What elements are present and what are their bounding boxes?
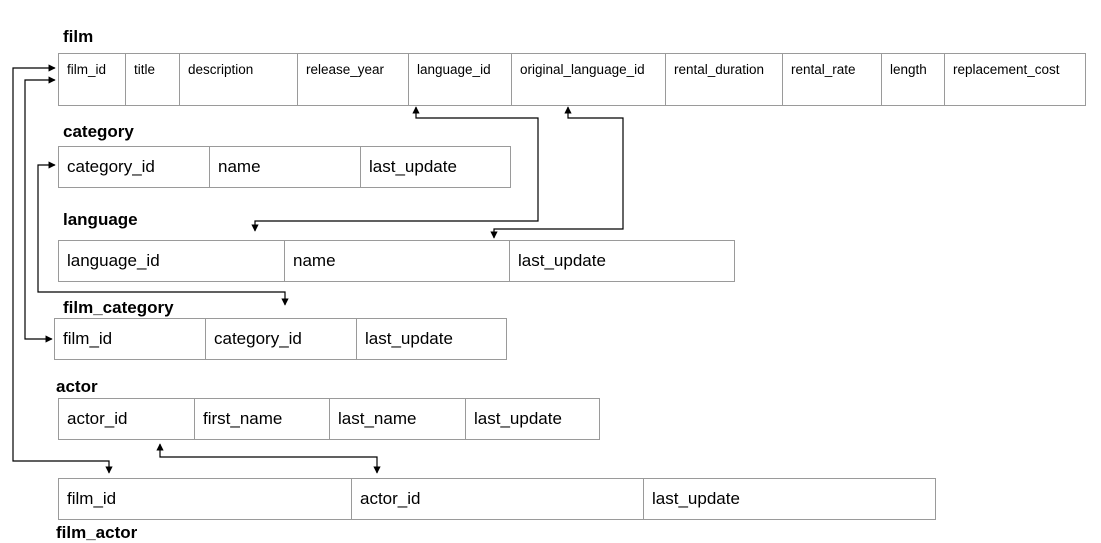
connector-film-film-id-to-film-category bbox=[24, 76, 56, 343]
film-category-column-last-update: last_update bbox=[365, 329, 453, 348]
actor-column-actor-id: actor_id bbox=[59, 399, 195, 439]
film-category-table-title: film_category bbox=[63, 298, 174, 317]
film-column-description: description bbox=[180, 54, 298, 105]
film-column-original-language-id: original_language_id bbox=[512, 54, 666, 105]
film-actor-table-title: film_actor bbox=[56, 523, 138, 542]
actor-column-first-name: first_name bbox=[195, 399, 330, 439]
film-column-replacement-cost: replacement_cost bbox=[953, 62, 1060, 77]
connector-film-original-language-id-to-language bbox=[490, 106, 624, 239]
film-column-title: title bbox=[126, 54, 180, 105]
film-column-rental-duration: rental_duration bbox=[666, 54, 783, 105]
language-column-last-update: last_update bbox=[518, 251, 606, 270]
film-table-title: film bbox=[63, 27, 94, 46]
actor-table: actor_id first_name last_name last_updat… bbox=[58, 398, 600, 440]
category-column-last-update: last_update bbox=[369, 157, 457, 176]
film-column-release-year: release_year bbox=[298, 54, 409, 105]
category-table-title: category bbox=[63, 122, 134, 141]
film-column-length: length bbox=[882, 54, 945, 105]
language-column-name: name bbox=[285, 241, 510, 281]
film-column-rental-rate: rental_rate bbox=[783, 54, 882, 105]
category-column-name: name bbox=[210, 147, 361, 187]
film-actor-column-last-update: last_update bbox=[652, 489, 740, 508]
film-category-column-film-id: film_id bbox=[55, 319, 206, 359]
film-actor-column-actor-id: actor_id bbox=[352, 479, 644, 519]
film-column-language-id: language_id bbox=[409, 54, 512, 105]
film-category-table: film_id category_id last_update bbox=[54, 318, 507, 360]
film-column-film-id: film_id bbox=[59, 54, 126, 105]
film-table: film_id title description release_year l… bbox=[58, 53, 1086, 106]
actor-column-last-update: last_update bbox=[474, 409, 562, 428]
connector-actor-actor-id-to-film-actor bbox=[156, 443, 381, 474]
film-category-column-category-id: category_id bbox=[206, 319, 357, 359]
language-table-title: language bbox=[63, 210, 138, 229]
actor-column-last-name: last_name bbox=[330, 399, 466, 439]
film-actor-table: film_id actor_id last_update bbox=[58, 478, 936, 520]
category-table: category_id name last_update bbox=[58, 146, 511, 188]
language-table: language_id name last_update bbox=[58, 240, 735, 282]
actor-table-title: actor bbox=[56, 377, 98, 396]
film-actor-column-film-id: film_id bbox=[59, 479, 352, 519]
category-column-category-id: category_id bbox=[59, 147, 210, 187]
language-column-language-id: language_id bbox=[59, 241, 285, 281]
